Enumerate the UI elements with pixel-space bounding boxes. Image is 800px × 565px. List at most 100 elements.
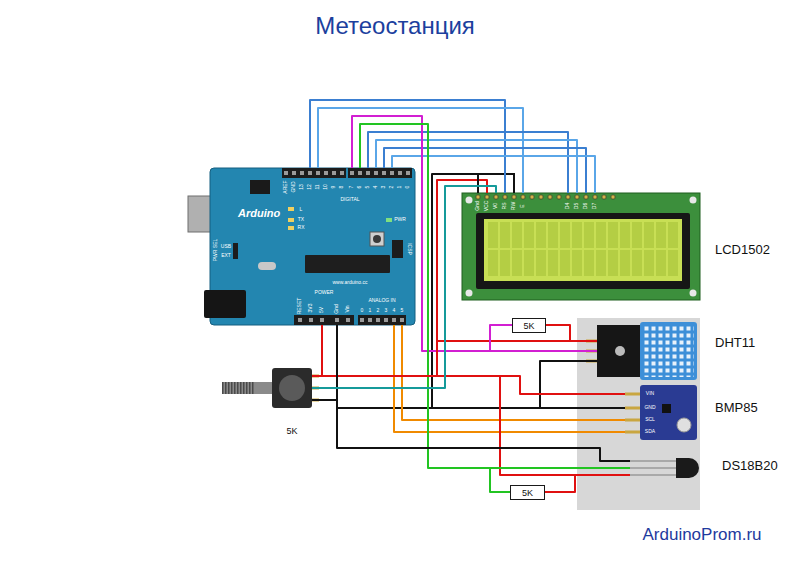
wire xyxy=(546,325,597,341)
sensor-leg xyxy=(630,460,678,462)
wire xyxy=(312,325,322,376)
led xyxy=(288,207,294,211)
silkscreen-label: www.arduino.cc xyxy=(332,280,367,286)
title: Метеостанция xyxy=(315,12,475,40)
bmp-hole xyxy=(677,418,691,432)
wire xyxy=(337,174,478,408)
pin-label: 1 xyxy=(369,308,372,314)
pot-knurl xyxy=(222,382,255,394)
dht-grid xyxy=(643,325,694,377)
pin-label: D5 xyxy=(574,203,580,209)
pin-label: 3V3 xyxy=(308,304,314,313)
header-pin xyxy=(309,318,313,322)
bmp-pcb xyxy=(640,385,697,440)
wire xyxy=(318,108,523,193)
pin-label: 3 xyxy=(381,186,387,189)
silkscreen-label: L xyxy=(300,207,303,213)
sensor-leg xyxy=(630,467,678,469)
silkscreen-label: POWER xyxy=(315,290,334,296)
reset-button-cap xyxy=(373,235,381,243)
resistor: 5K xyxy=(510,485,545,500)
pin-header xyxy=(348,168,412,178)
header-pins xyxy=(282,168,346,178)
mount-hole xyxy=(466,290,473,297)
pin-label: E xyxy=(520,204,526,207)
silkscreen-label: ANALOG IN xyxy=(368,298,395,304)
sensor-panel xyxy=(577,318,700,510)
pin-label: Gnd xyxy=(475,201,481,210)
lcd-pins xyxy=(474,193,618,201)
silkscreen-label: PWR SEL xyxy=(213,239,219,262)
sensor-module: BMP85 xyxy=(625,385,697,440)
silkscreen-label: ICSP xyxy=(406,243,412,255)
silkscreen-label: EXT xyxy=(221,253,231,259)
pin-label: 2 xyxy=(377,308,380,314)
dht-pcb xyxy=(597,325,645,377)
dht-hole xyxy=(615,346,625,356)
header-pins xyxy=(348,168,412,178)
header-pin xyxy=(298,318,302,322)
mount-hole xyxy=(690,197,697,204)
wire xyxy=(352,116,597,351)
pin-label: 6 xyxy=(357,186,363,189)
pin-label: 0 xyxy=(405,186,411,189)
module-pin xyxy=(625,431,640,434)
pin-label: 5 xyxy=(401,308,404,314)
resistor: 5K xyxy=(512,318,546,333)
pin-label: VIN xyxy=(646,391,654,397)
component-label: DS18B20 xyxy=(722,459,778,474)
wire xyxy=(312,186,496,388)
pin-label: 7 xyxy=(349,186,355,189)
component-label: DHT11 xyxy=(715,336,755,351)
wire xyxy=(322,180,487,376)
pin-label: RS xyxy=(502,203,508,210)
wire xyxy=(360,124,630,468)
watermark: ArduinoProm.ru xyxy=(642,525,761,545)
pin-label: V0 xyxy=(493,203,499,209)
chip xyxy=(250,180,270,194)
led xyxy=(288,218,294,222)
mount-hole xyxy=(466,197,473,204)
pin-label: 0 xyxy=(361,308,364,314)
silkscreen-label: RX xyxy=(298,225,305,231)
pin-header xyxy=(282,168,346,178)
mount-hole xyxy=(690,290,697,297)
pin-header xyxy=(294,315,354,325)
lcd-pcb xyxy=(462,193,700,300)
microcontroller xyxy=(305,255,390,273)
pin-label: RW xyxy=(511,202,517,210)
pin-label: 8 xyxy=(339,186,345,189)
wire xyxy=(322,325,630,475)
sensor-module: DHT11 xyxy=(597,325,697,377)
pin-label: 13 xyxy=(299,184,305,190)
power-jack xyxy=(204,290,246,318)
ds18b20-body xyxy=(676,458,699,478)
pin-label: RESET xyxy=(297,298,303,315)
component-label: BMP85 xyxy=(715,401,758,416)
pin-label: GND xyxy=(644,405,655,411)
wire xyxy=(545,475,630,492)
pot-body xyxy=(272,368,312,408)
module-pin xyxy=(625,419,640,422)
pin-label: AREF xyxy=(283,180,289,193)
pot-dial xyxy=(279,375,305,401)
pin-label: 4 xyxy=(373,186,379,189)
icsp-header xyxy=(392,240,403,258)
wire xyxy=(337,325,597,408)
lcd-bezel xyxy=(476,213,690,289)
bmp-chip xyxy=(662,404,671,413)
header-pin xyxy=(346,318,350,322)
pin-label: D6 xyxy=(583,203,589,209)
lcd-cells xyxy=(487,221,679,277)
silkscreen-label: TX xyxy=(298,217,304,223)
silkscreen-label: USB xyxy=(221,244,231,250)
pin-label: 1 xyxy=(397,186,403,189)
pin-label: SDA xyxy=(645,429,655,435)
module-pin xyxy=(625,393,640,396)
pin-label: D7 xyxy=(592,203,598,209)
pin-label: 3 xyxy=(385,308,388,314)
